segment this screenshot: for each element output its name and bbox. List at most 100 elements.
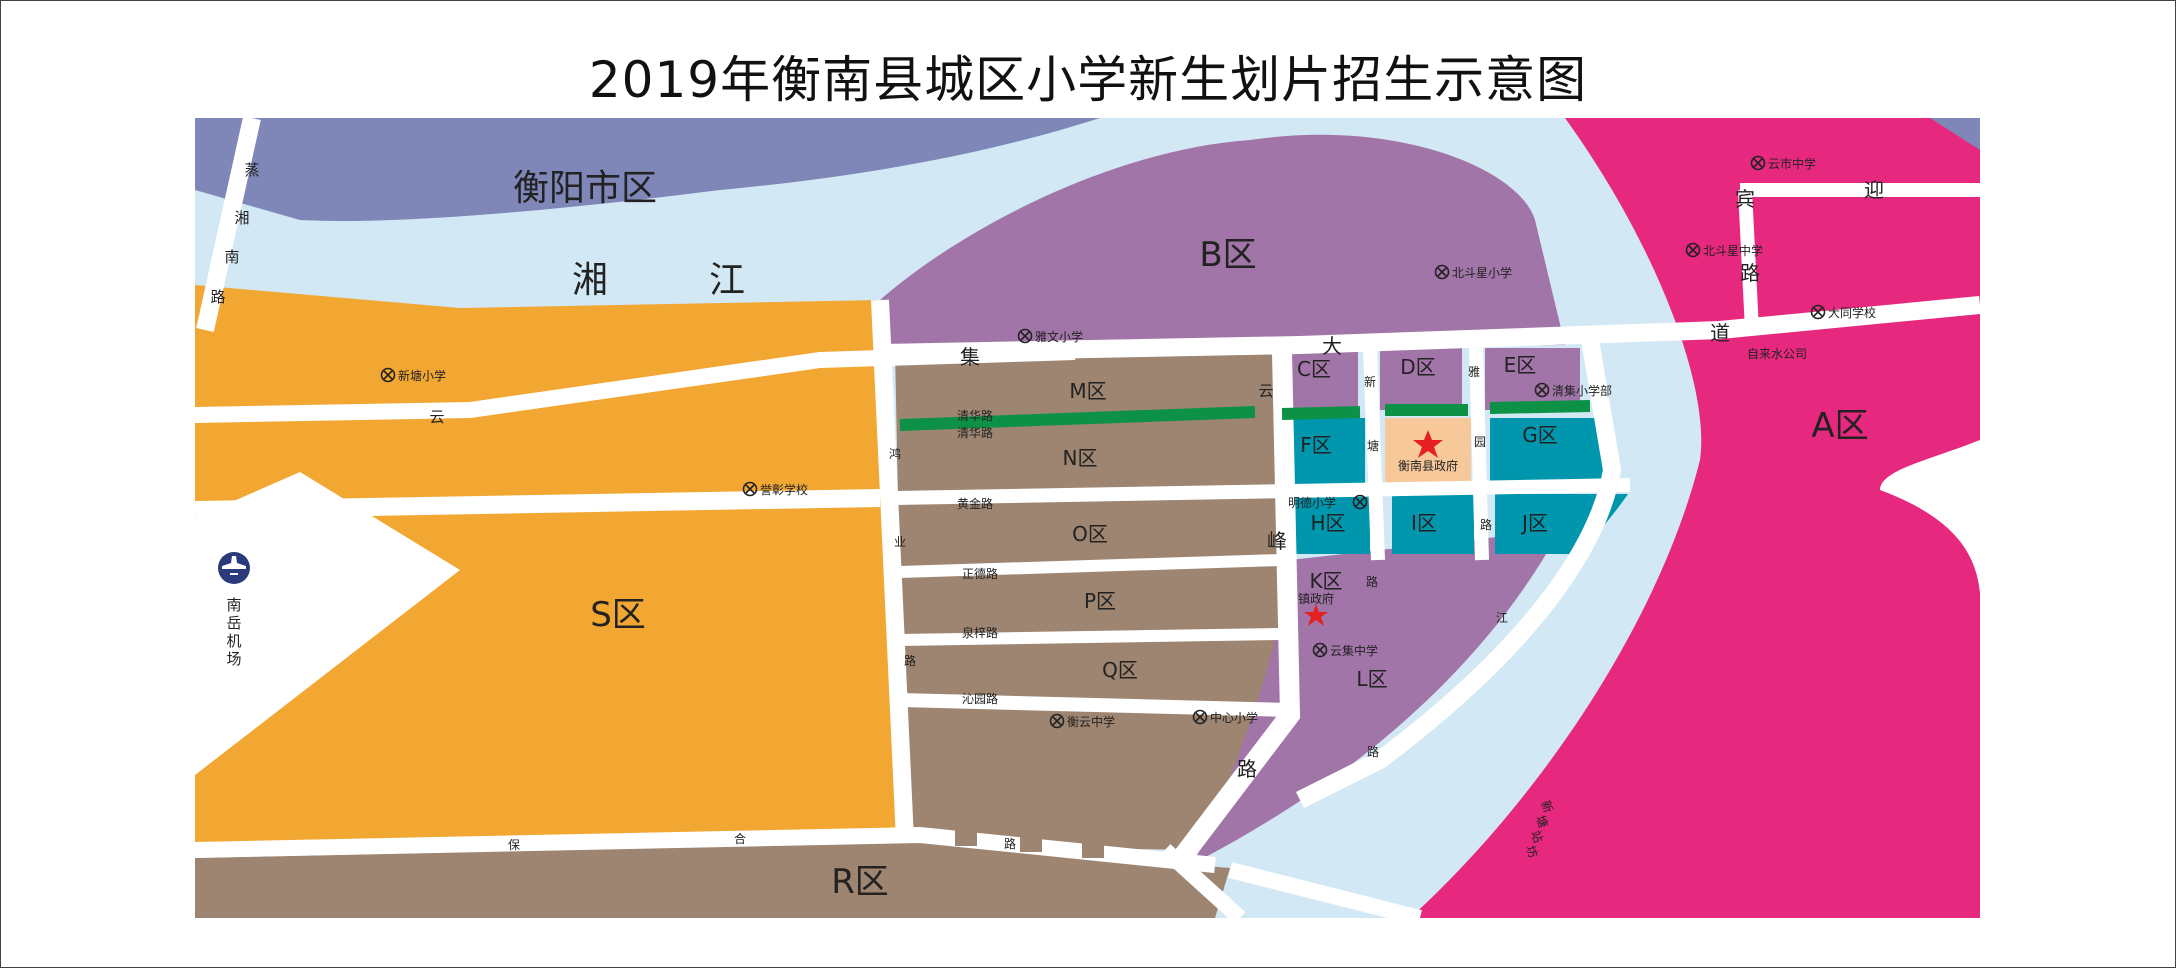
road-label-yingbin-3: 路 [1740,261,1760,285]
huangjin-west [195,489,881,519]
zone-e-label: E区 [1504,353,1537,377]
road-label-yayuan-3: 园 [1474,435,1486,449]
airport-label-2: 岳 [226,614,241,632]
zone-g-label: G区 [1522,423,1558,447]
poi-yunshi: 云市中学 [1768,156,1816,171]
road-label-i: 路 [1480,517,1492,532]
hengyang-area [195,118,1100,221]
huangjin-road [894,478,1631,505]
road-label-jiyun-1: 集 [960,345,980,369]
road-label-yunxin-1: 云 [1258,382,1273,400]
road-label-xintang-3: 站 [1528,829,1545,845]
poi-beidouxing-zx: 北斗星中学 [1703,243,1763,258]
zone-c-label: C区 [1297,357,1331,381]
river-label-1: 湘 [572,260,608,301]
south-cross-road [1159,844,1246,918]
zone-brown-area [895,350,1285,850]
river-label-2: 江 [709,260,745,301]
zhengde-road [899,554,1281,578]
hongye-road [871,299,914,841]
qinyuan-road [899,693,1291,717]
road-label-qinghua-1: 清华路 [957,408,993,423]
road-label-yun: 云 [429,408,444,426]
road-label-baohe-1: 保 [508,838,520,852]
zone-q-label: Q区 [1102,658,1138,682]
zone-r-label: R区 [831,862,889,902]
zone-l-label: L区 [1356,667,1387,691]
zone-k-label: K区 [1309,569,1342,593]
road-label-qinghua-2: 清华路 [957,425,993,440]
zone-s-area [195,285,905,850]
poi-beidouxing-xx: 北斗星小学 [1452,265,1512,280]
poi-zhongxin: 中心小学 [1210,710,1258,725]
star-icon [1304,604,1328,626]
road-label-xintang-2: 塘 [1533,813,1551,829]
poi-yawen: 雅文小学 [1035,329,1083,344]
airport-label-4: 场 [226,650,241,668]
green-road-east [1281,400,1591,420]
road-label-quanzi: 泉梓路 [962,625,998,640]
road-label-feng: 峰 [1267,529,1287,553]
zone-o-label: O区 [1072,522,1108,546]
yayuan-road [1469,347,1489,561]
zone-r-area [195,842,1230,918]
zone-a-label: A区 [1811,406,1868,446]
xiangnan-road [196,118,261,332]
road-label-xiangnan-2: 湘 [234,209,249,227]
zone-n-label: N区 [1063,446,1098,470]
road-label-xintang-1: 新 [1538,798,1556,814]
road-label-hongye-2: 业 [894,535,906,549]
poi-xintang: 新塘小学 [398,368,446,383]
zone-m-label: M区 [1069,379,1106,403]
airport-label-1: 南 [226,596,241,614]
road-label-jiyun-2: 大 [1322,334,1342,358]
zone-k-area [1295,566,1353,626]
zone-d-label: D区 [1400,355,1435,379]
zone-g-area [1490,418,1605,486]
zone-h-label: H区 [1310,511,1345,535]
yingbin-road-vertical [1738,189,1759,331]
zone-d-area [1380,348,1462,410]
road-label-yunxin-2: 新 [1364,374,1376,389]
road-label-zhengde: 正德路 [962,566,998,581]
poi-datong: 大同学校 [1828,305,1876,320]
road-label-hongye-1: 鸿 [889,447,901,461]
road-label-k: 路 [1366,574,1378,589]
road-label-xiangnan-4: 路 [210,288,225,306]
poi-yuzhang: 誉彰学校 [760,482,808,497]
baohe-road [195,826,1216,873]
zone-h-area [1290,494,1370,554]
zone-f-label: F区 [1300,433,1332,457]
star-icon [1413,430,1443,458]
road-label-jiyun-3: 道 [1710,321,1730,345]
jiang-road-south [1228,862,1422,918]
hengyang-area-right [1930,118,1980,150]
page-title: 2019年衡南县城区小学新生划片招生示意图 [588,51,1588,109]
airport-label-3: 机 [226,632,241,650]
airplane-icon [218,552,250,584]
zone-s-label: S区 [590,595,646,635]
zone-b-label: B区 [1199,235,1256,275]
zone-b-area [880,134,1565,355]
zone-f-area [1285,418,1365,486]
poi-qingji: 清集小学部 [1552,383,1612,398]
road-label-xintang-4: 坊 [1523,843,1541,859]
poi-zilaishui: 自来水公司 [1747,347,1807,361]
airport-area [195,472,460,775]
road-label-yingbin-1: 宾 [1735,187,1755,211]
zone-e-area [1485,348,1580,410]
yunxin-road [1363,347,1385,561]
poi-zhenzhengfu: 镇政府 [1298,591,1334,606]
east-river-road [1295,338,1622,809]
road-label-xiangnan-3: 南 [224,248,239,266]
zone-j-label: J区 [1520,511,1548,535]
zone-p-label: P区 [1084,589,1116,613]
road-label-yayuan-1: 雅 [1468,364,1480,379]
road-label-hongye-3: 路 [904,653,916,668]
road-label-yayuan-2: 塘 [1367,438,1379,453]
poi-hengyun: 衡云中学 [1067,714,1115,729]
road-label-baohe-2: 合 [734,831,746,846]
zone-i-area [1392,494,1474,554]
road-label-yingbin-2: 迎 [1864,178,1884,202]
